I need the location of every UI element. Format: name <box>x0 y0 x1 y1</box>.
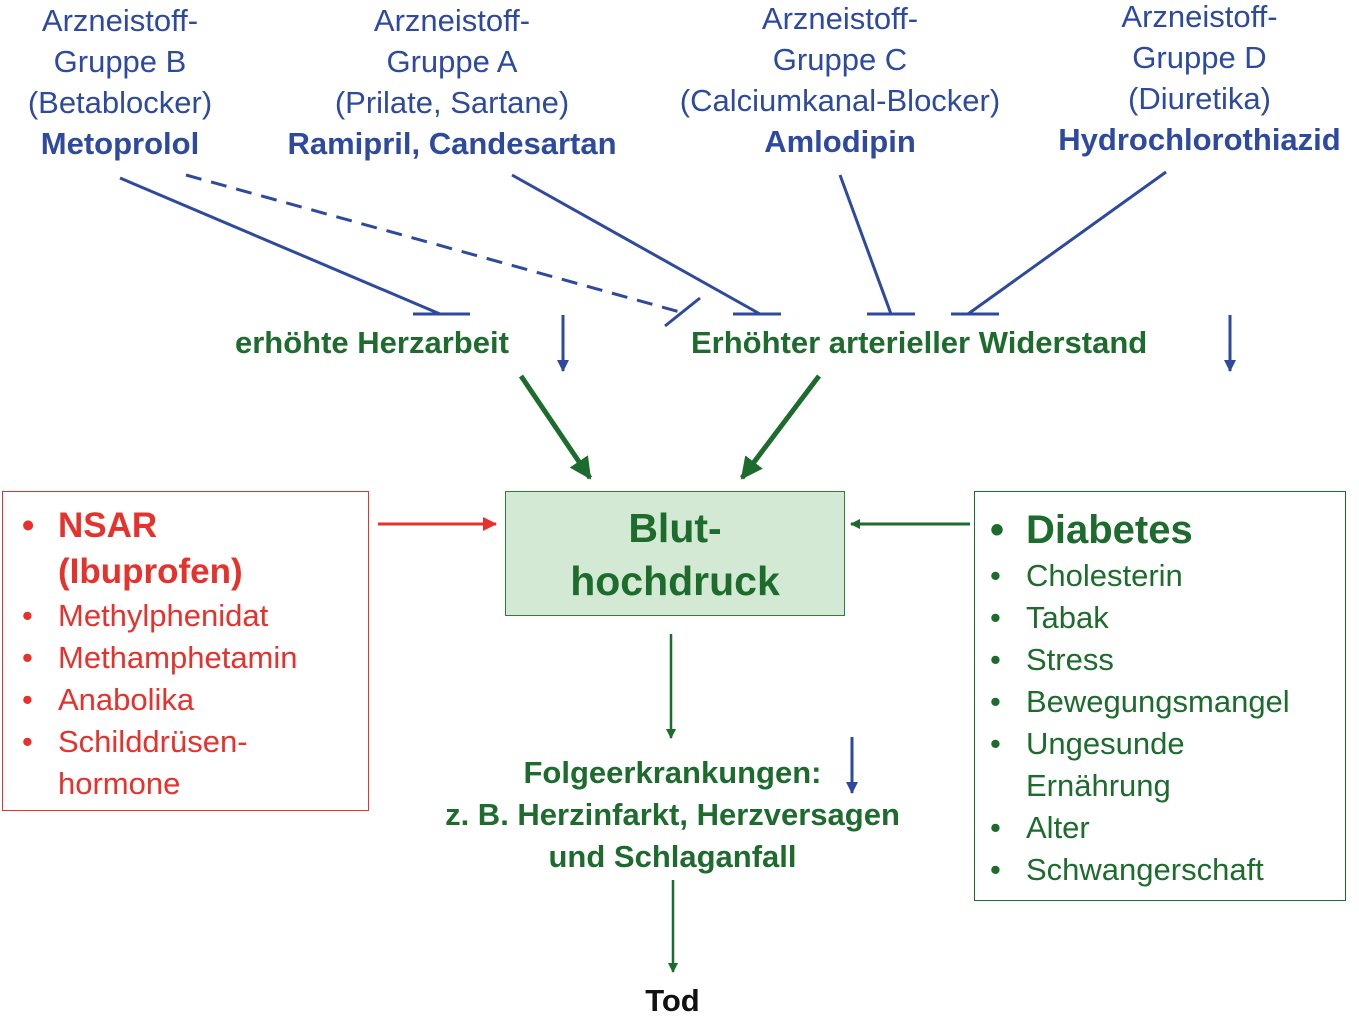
consequences-line2: z. B. Herzinfarkt, Herzversagen <box>445 797 900 832</box>
drug-group-d-line2: Gruppe D <box>1132 40 1267 75</box>
list-item: Cholesterin <box>982 555 1344 597</box>
death-label: Tod <box>645 983 700 1018</box>
list-item-text: hormone <box>58 766 181 801</box>
drug-group-b-line1: Arzneistoff- <box>41 3 199 38</box>
drug-group-c-drug: Amlodipin <box>764 124 916 159</box>
drug-group-c: Arzneistoff- Gruppe C (Calciumkanal-Bloc… <box>650 0 1030 162</box>
blood-pressure-box <box>505 491 845 616</box>
raising-factors-list: NSAR (Ibuprofen) Methylphenidat Methamph… <box>14 503 364 805</box>
list-item: Methamphetamin <box>14 637 364 679</box>
list-item-continuation: hormone <box>14 763 364 805</box>
risk-factors-list: Diabetes Cholesterin Tabak Stress Bewegu… <box>982 505 1344 891</box>
resistance-to-bp-arrow <box>740 374 821 480</box>
inhibition-metoprolol-resistance-dashed <box>185 173 701 328</box>
blood-pressure-line2: hochdruck <box>570 558 780 604</box>
drug-group-d-line3: (Diuretika) <box>1128 81 1271 116</box>
raising-factors-box <box>2 491 369 811</box>
list-item: Schwangerschaft <box>982 849 1344 891</box>
drug-group-d-drug: Hydrochlorothiazid <box>1058 122 1341 157</box>
consequences-label: Folgeerkrankungen: z. B. Herzinfarkt, He… <box>400 752 945 878</box>
risk-factors-box <box>974 491 1346 901</box>
drug-group-a-line2: Gruppe A <box>386 44 518 79</box>
list-item: Stress <box>982 639 1344 681</box>
blood-pressure-label: Blut- hochdruck <box>505 502 845 608</box>
list-item: Alter <box>982 807 1344 849</box>
heart-work-label: erhöhte Herzarbeit <box>235 325 509 360</box>
drug-group-a-line1: Arzneistoff- <box>373 3 531 38</box>
drug-group-b: Arzneistoff- Gruppe B (Betablocker) Meto… <box>0 0 240 164</box>
drug-group-c-line2: Gruppe C <box>772 42 908 77</box>
drug-group-a-line3: (Prilate, Sartane) <box>334 85 570 120</box>
inhibition-amlodipin-resistance <box>838 174 915 316</box>
list-item: Ungesunde <box>982 723 1344 765</box>
list-item: Diabetes <box>982 505 1344 555</box>
drug-group-b-drug: Metoprolol <box>40 126 200 161</box>
inhibition-ramipril-resistance <box>511 173 781 316</box>
blood-pressure-line1: Blut- <box>628 505 722 551</box>
list-item: Anabolika <box>14 679 364 721</box>
resistance-label: Erhöhter arterieller Widerstand <box>691 325 1148 360</box>
heart-work-to-bp-arrow <box>518 374 593 480</box>
list-item-continuation: (Ibuprofen) <box>14 549 364 595</box>
drug-group-b-line2: Gruppe B <box>53 44 187 79</box>
list-item: Tabak <box>982 597 1344 639</box>
drug-group-b-line3: (Betablocker) <box>27 85 213 120</box>
consequences-line3: und Schlaganfall <box>548 839 797 874</box>
drug-group-a: Arzneistoff- Gruppe A (Prilate, Sartane)… <box>262 0 642 164</box>
inhibition-metoprolol-heart-work <box>119 176 470 316</box>
drug-group-a-drug: Ramipril, Candesartan <box>287 126 617 161</box>
drug-group-c-line1: Arzneistoff- <box>761 1 919 36</box>
list-item: Methylphenidat <box>14 595 364 637</box>
list-item: Schilddrüsen- <box>14 721 364 763</box>
inhibition-hctz-resistance <box>951 170 1167 316</box>
list-item: Bewegungsmangel <box>982 681 1344 723</box>
drug-group-c-line3: (Calciumkanal-Blocker) <box>679 83 1001 118</box>
drug-group-d: Arzneistoff- Gruppe D (Diuretika) Hydroc… <box>1040 0 1359 160</box>
consequences-line1: Folgeerkrankungen: <box>523 755 822 790</box>
list-item: NSAR <box>14 503 364 549</box>
list-item-text: (Ibuprofen) <box>58 552 243 591</box>
list-item-text: Ernährung <box>1026 768 1171 803</box>
drug-group-d-line1: Arzneistoff- <box>1121 0 1278 34</box>
list-item-continuation: Ernährung <box>982 765 1344 807</box>
